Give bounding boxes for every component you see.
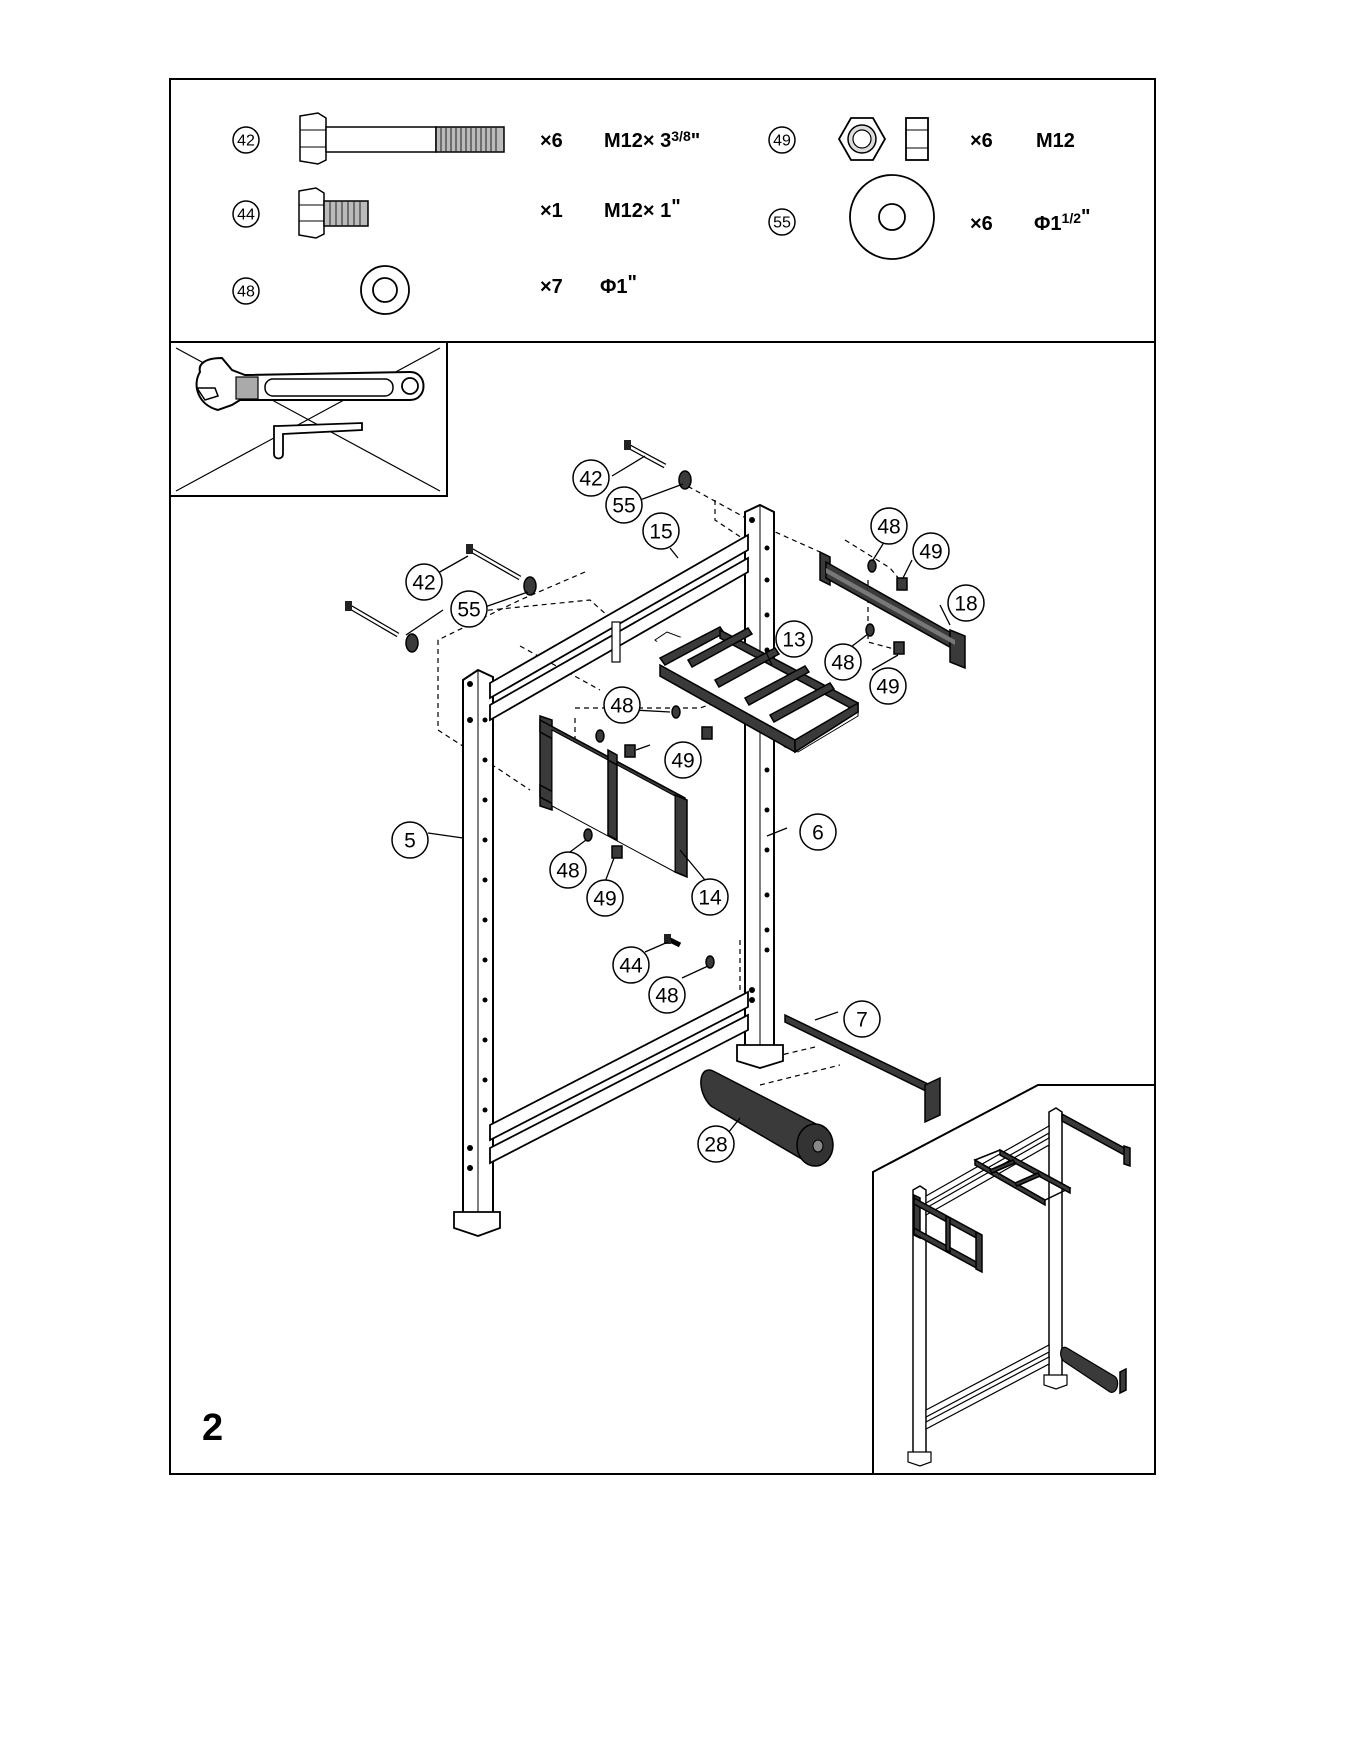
svg-text:7: 7 <box>856 1009 868 1032</box>
svg-text:42: 42 <box>412 572 435 595</box>
svg-text:48: 48 <box>655 985 678 1008</box>
callout-55-top: 55 <box>606 487 642 523</box>
callout-28: 28 <box>698 1126 734 1162</box>
callout-49-right-lower: 49 <box>870 668 906 704</box>
hardware-qty: ×6 <box>540 130 563 152</box>
svg-text:44: 44 <box>619 955 643 978</box>
callout-49-center: 49 <box>665 742 701 778</box>
svg-text:13: 13 <box>782 629 805 652</box>
svg-text:49: 49 <box>593 888 616 911</box>
hardware-qty: ×1 <box>540 200 563 222</box>
hardware-qty: ×6 <box>970 130 993 152</box>
callout-6: 6 <box>800 814 836 850</box>
callout-55-left: 55 <box>451 591 487 627</box>
step-number: 2 <box>202 1407 223 1449</box>
hardware-spec: M12 <box>1036 130 1075 152</box>
svg-text:28: 28 <box>704 1134 727 1157</box>
callout-48-left-lower: 48 <box>550 852 586 888</box>
hardware-qty: ×7 <box>540 276 563 298</box>
hardware-qty: ×6 <box>970 213 993 235</box>
hardware-part-number: 42 <box>237 133 255 150</box>
svg-text:15: 15 <box>649 521 672 544</box>
svg-text:48: 48 <box>556 860 579 883</box>
svg-text:55: 55 <box>457 599 480 622</box>
callout-48-right-lower: 48 <box>825 644 861 680</box>
callout-14: 14 <box>692 879 728 915</box>
callout-48-bottom: 48 <box>649 977 685 1013</box>
callout-15: 15 <box>643 513 679 549</box>
callout-5: 5 <box>392 822 428 858</box>
svg-text:6: 6 <box>812 822 824 845</box>
callout-42-top: 42 <box>573 460 609 496</box>
washer-55-left-lower <box>406 634 418 652</box>
hardware-part-number: 44 <box>237 207 255 224</box>
hardware-part-number: 49 <box>773 133 791 150</box>
svg-text:55: 55 <box>612 495 635 518</box>
svg-text:18: 18 <box>954 593 977 616</box>
callout-49-right-upper: 49 <box>913 533 949 569</box>
svg-text:14: 14 <box>698 887 722 910</box>
svg-text:48: 48 <box>831 652 854 675</box>
callout-13: 13 <box>776 621 812 657</box>
washer-55-top <box>679 471 691 489</box>
small-washer-icon <box>361 266 409 314</box>
svg-text:49: 49 <box>919 541 942 564</box>
svg-text:5: 5 <box>404 830 416 853</box>
callout-48-center: 48 <box>604 687 640 723</box>
hardware-part-number: 48 <box>237 284 255 301</box>
large-washer-icon <box>850 175 934 259</box>
callout-7: 7 <box>844 1001 880 1037</box>
svg-text:48: 48 <box>877 516 900 539</box>
hardware-part-number: 55 <box>773 215 791 232</box>
callout-18: 18 <box>948 585 984 621</box>
callout-48-right-upper: 48 <box>871 508 907 544</box>
callout-42-left: 42 <box>406 564 442 600</box>
tools-box <box>170 342 447 496</box>
callout-44: 44 <box>613 947 649 983</box>
hardware-spec: M12× 1" <box>604 196 681 222</box>
instruction-frame <box>170 79 1155 1474</box>
callout-49-left-lower: 49 <box>587 880 623 916</box>
svg-text:48: 48 <box>610 695 633 718</box>
svg-text:49: 49 <box>671 750 694 773</box>
svg-text:49: 49 <box>876 676 899 699</box>
svg-text:42: 42 <box>579 468 602 491</box>
